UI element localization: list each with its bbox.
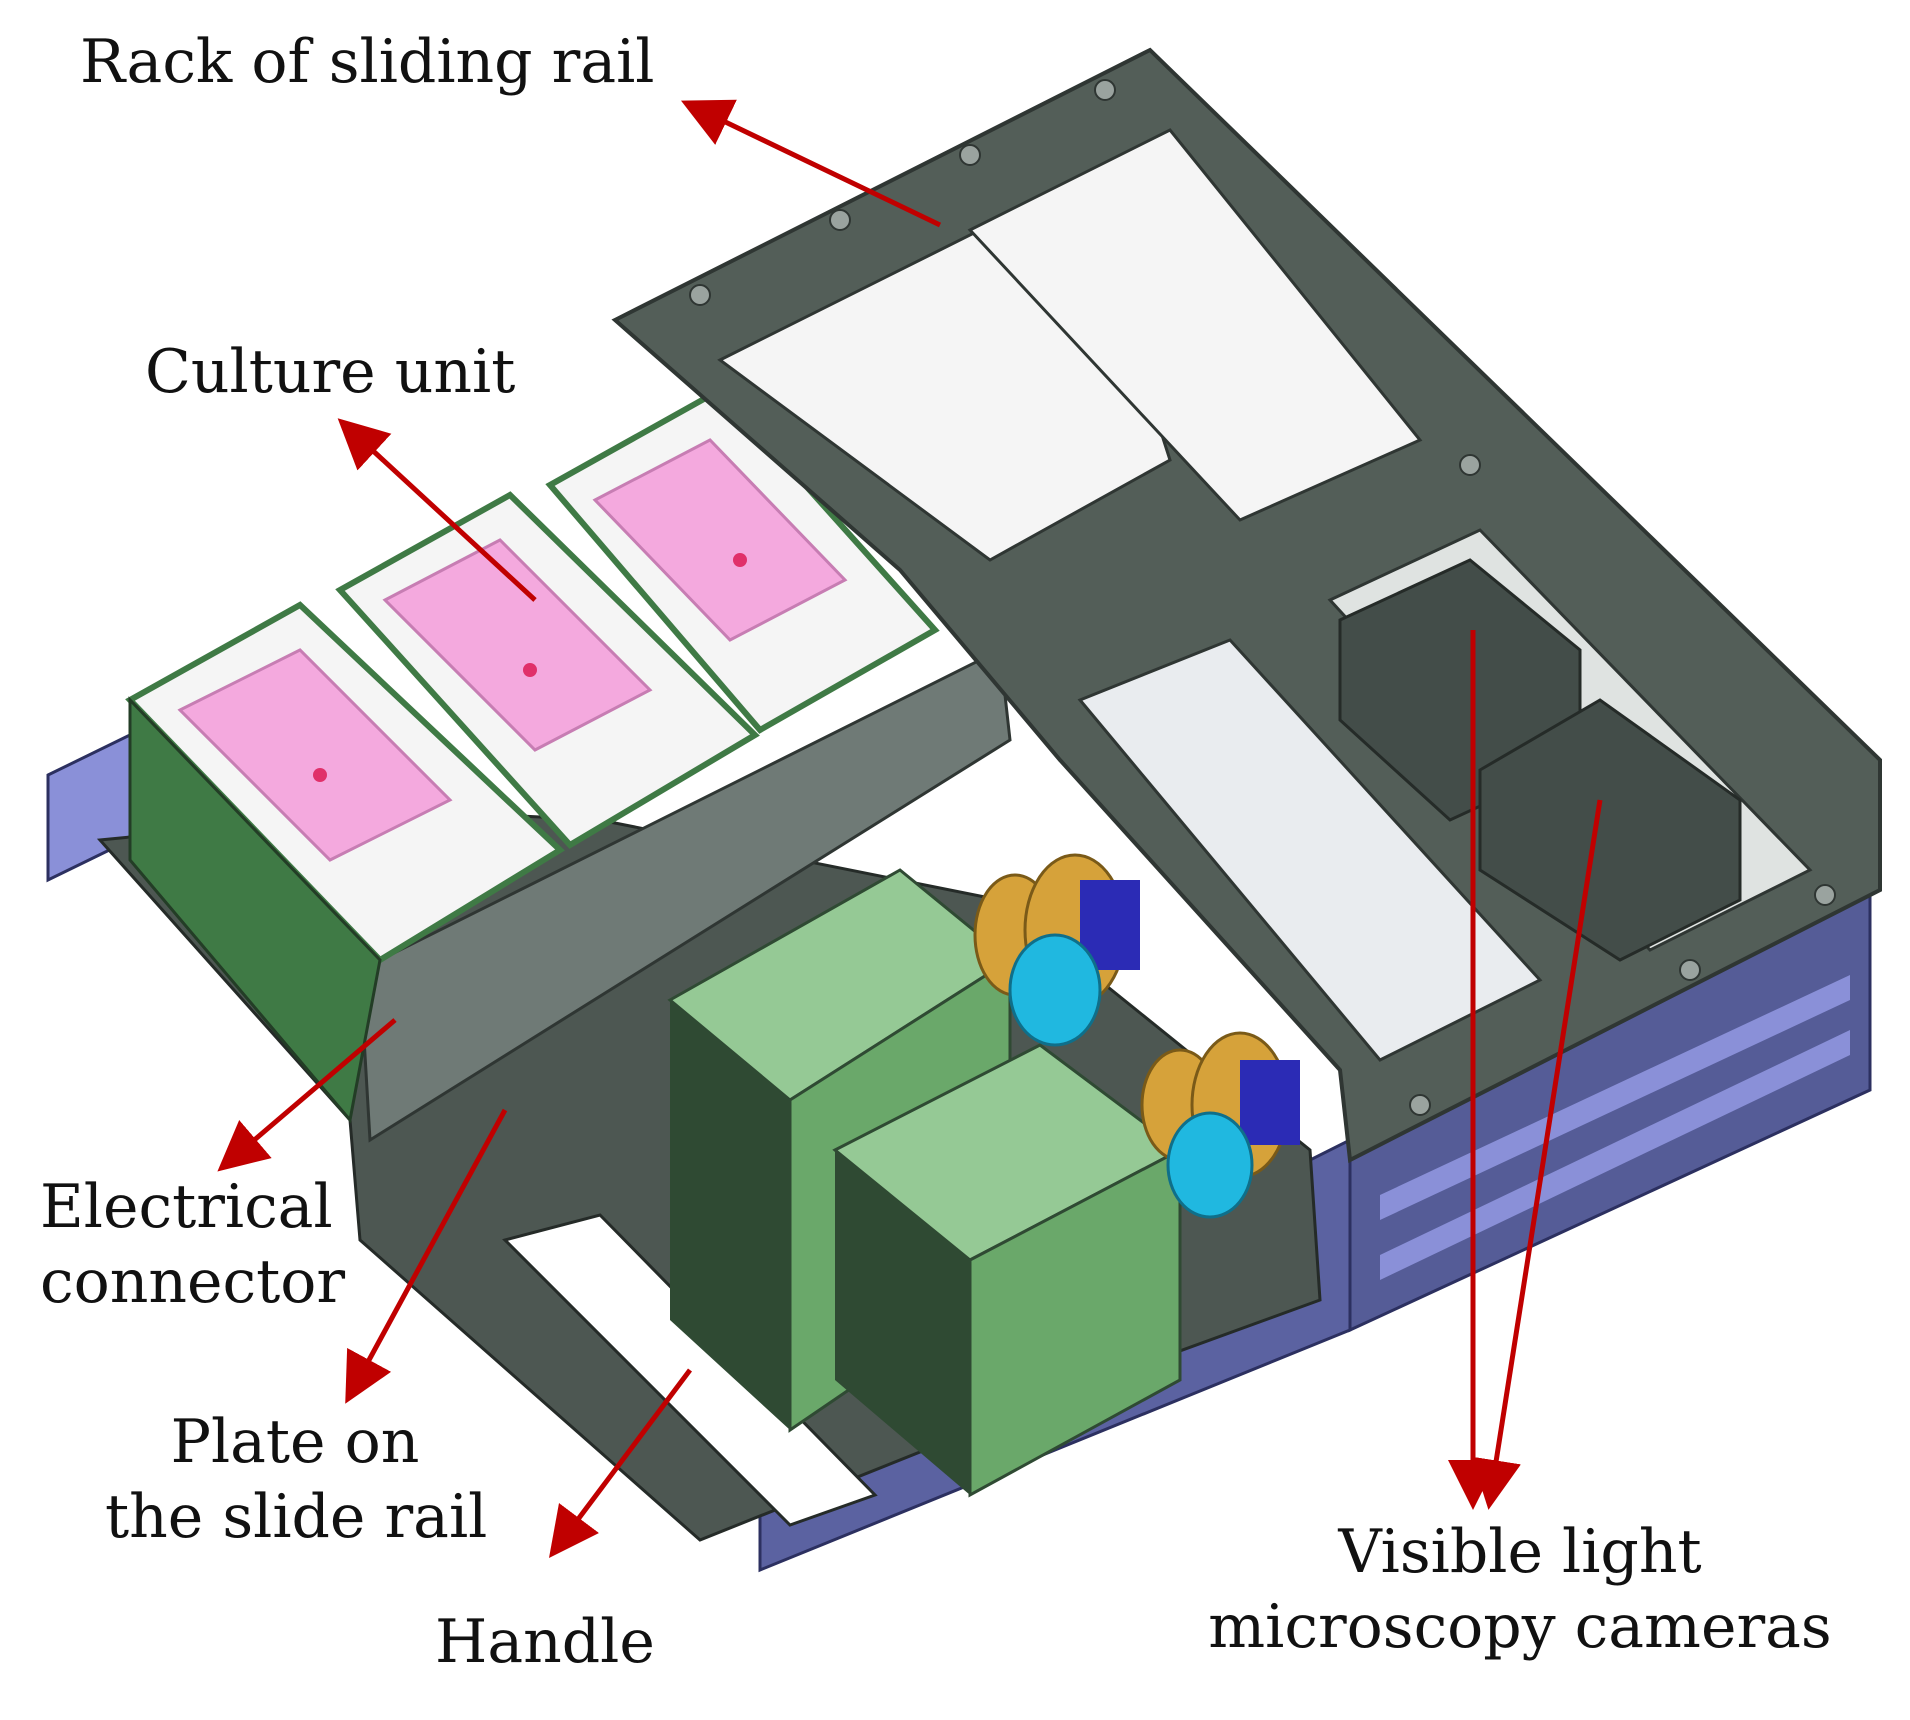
- label-plate-line-1: Plate on: [170, 1407, 420, 1477]
- label-handle: Handle: [435, 1605, 655, 1680]
- label-electrical-connector: Electrical connector: [40, 1170, 345, 1320]
- label-rack: Rack of sliding rail: [80, 25, 654, 100]
- annotation-arrows: [217, 99, 1603, 1558]
- label-cameras: Visible light microscopy cameras: [1200, 1515, 1840, 1665]
- label-electrical-line-2: connector: [40, 1247, 346, 1317]
- base-slot-2: [1380, 1030, 1850, 1280]
- label-culture-unit-text: Culture unit: [145, 337, 516, 407]
- arrow-electrical: [217, 1018, 397, 1172]
- drive-blocks: [667, 868, 1183, 1498]
- arrow-culture: [337, 418, 537, 602]
- camera-block-2: [1478, 698, 1742, 962]
- culture-unit-2: [335, 491, 760, 849]
- arrow-plate: [345, 1108, 508, 1404]
- gear-assembly-1: [973, 853, 1140, 1047]
- arrow-rack: [680, 99, 942, 228]
- unit-side-plate: [358, 647, 1012, 1143]
- drive-block-2: [832, 1043, 1183, 1498]
- gear-assembly-2: [1140, 1031, 1300, 1219]
- label-handle-text: Handle: [435, 1607, 655, 1677]
- label-cameras-line-1: Visible light: [1338, 1517, 1702, 1587]
- label-electrical-line-1: Electrical: [40, 1172, 333, 1242]
- label-cameras-line-2: microscopy cameras: [1208, 1592, 1832, 1662]
- rack-window-2: [967, 128, 1423, 522]
- label-rack-text: Rack of sliding rail: [80, 27, 655, 97]
- rack-window-3: [1077, 638, 1543, 1062]
- culture-unit-1: [125, 601, 565, 1124]
- label-culture-unit: Culture unit: [145, 335, 515, 410]
- rack-frame: [611, 47, 1882, 1164]
- label-plate-line-2: the slide rail: [105, 1482, 488, 1552]
- label-plate-on-slide-rail: Plate on the slide rail: [105, 1405, 488, 1555]
- culture-unit-3: [545, 386, 940, 734]
- rack-screws: [689, 79, 1836, 1116]
- arrow-handle: [549, 1368, 692, 1558]
- arrow-camera-2: [1471, 799, 1603, 1510]
- base-slot-1: [1380, 975, 1850, 1220]
